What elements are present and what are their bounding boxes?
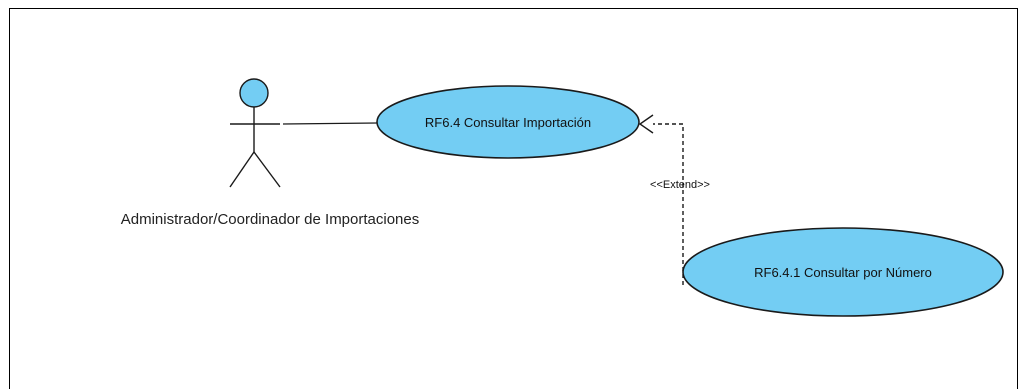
extend-dependency-line: [653, 123, 684, 285]
actor-label: Administrador/Coordinador de Importacion…: [121, 211, 419, 228]
use-case-label: RF6.4 Consultar Importación: [425, 115, 591, 130]
use-case-consultar-por-numero[interactable]: RF6.4.1 Consultar por Número: [682, 227, 1004, 317]
use-case-ellipse: [682, 227, 1004, 317]
actor-right-leg: [253, 151, 281, 188]
use-case-ellipse: [376, 85, 640, 159]
use-case-consultar-importacion[interactable]: RF6.4 Consultar Importación: [376, 85, 640, 159]
actor-left-leg: [229, 151, 255, 188]
extend-stereotype-label: <<Extend>>: [650, 179, 710, 191]
use-case-label: RF6.4.1 Consultar por Número: [754, 265, 932, 280]
actor-head: [239, 78, 269, 108]
diagram-frame: [9, 8, 1018, 389]
association-line: [282, 122, 378, 125]
actor-figure[interactable]: [229, 78, 281, 188]
extend-arrowhead: [638, 114, 654, 134]
